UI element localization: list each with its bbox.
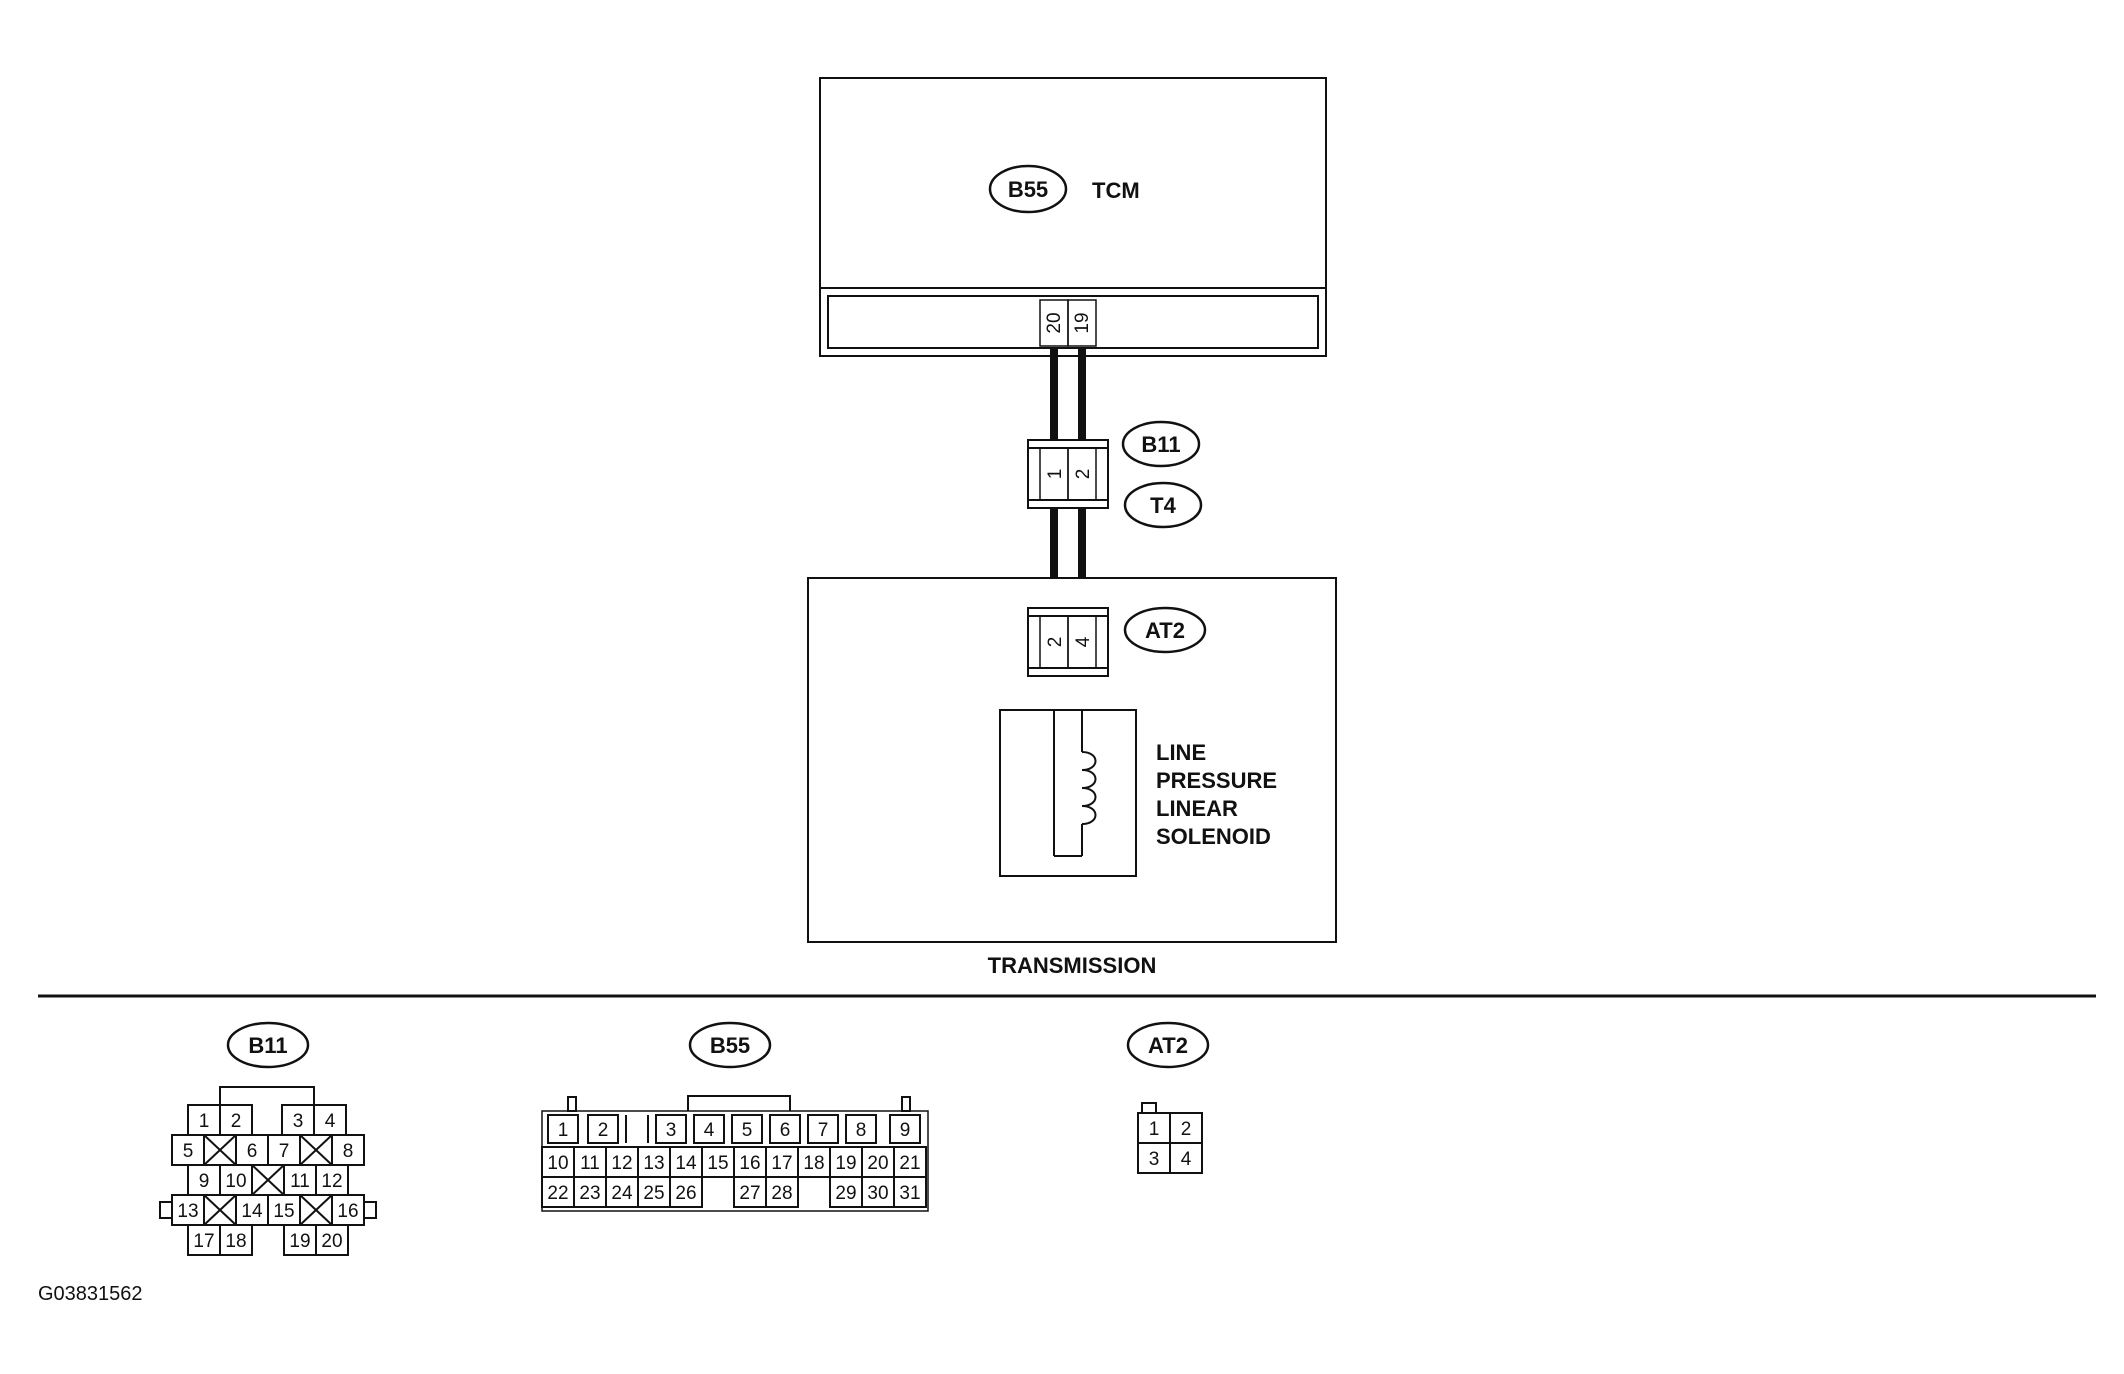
b11-view-pin-17: 17 <box>193 1231 214 1252</box>
b55-view-pin-7: 7 <box>818 1120 829 1141</box>
tcm-label: TCM <box>1092 178 1140 203</box>
b11-view-pin-1: 1 <box>199 1111 210 1132</box>
b55-view-pin-25: 25 <box>643 1183 664 1204</box>
b55-view-pin-5: 5 <box>742 1120 753 1141</box>
b55-view-pin-16: 16 <box>739 1153 760 1174</box>
b55-view-pin-3: 3 <box>666 1120 677 1141</box>
b55-view-pin-30: 30 <box>867 1183 888 1204</box>
tcm-badge: B55 <box>1008 177 1048 202</box>
b11-view-pin-11: 11 <box>290 1171 310 1192</box>
b55-view-pin-26: 26 <box>675 1183 696 1204</box>
b55-view-pin-4: 4 <box>704 1120 715 1141</box>
b55-view-pin-8: 8 <box>856 1120 867 1141</box>
b55-view-badge-oval <box>688 1021 772 1069</box>
b11-view-pin-9: 9 <box>199 1171 210 1192</box>
inline-connector-b11-t4: 1 2 B11 T4 <box>1027 420 1203 529</box>
line-pressure-linear-solenoid <box>999 709 1137 877</box>
b11-view-pin-7: 7 <box>279 1141 290 1162</box>
tcm-module: B55 TCM 20 19 <box>819 77 1327 357</box>
b11-pin-1: 1 <box>1045 469 1066 480</box>
at2-pin-4: 4 <box>1073 636 1094 647</box>
tcm-badge-oval <box>988 164 1068 214</box>
at2-pin-2: 2 <box>1045 637 1066 648</box>
b55-view-pin-13: 13 <box>643 1153 664 1174</box>
b11-view-pin-14: 14 <box>241 1201 263 1222</box>
b55-view-pin-14: 14 <box>675 1153 697 1174</box>
b55-view-pin-1: 1 <box>558 1120 569 1141</box>
b55-view-pin-21: 21 <box>899 1153 920 1174</box>
at2-view-pin-2: 2 <box>1181 1119 1192 1140</box>
b11-view-pin-16: 16 <box>337 1201 358 1222</box>
b55-view-pin-20: 20 <box>867 1153 888 1174</box>
at2-view-pin-3: 3 <box>1149 1149 1160 1170</box>
b11-view-pin-8: 8 <box>343 1141 354 1162</box>
solenoid-label-line1: LINE <box>1156 740 1206 765</box>
b55-view-pin-27: 27 <box>739 1183 760 1204</box>
b11-view-pin-3: 3 <box>293 1111 304 1132</box>
b55-view-pin-28: 28 <box>771 1183 792 1204</box>
coil-icon <box>1081 751 1097 825</box>
b55-view-pin-10: 10 <box>547 1153 568 1174</box>
figure-id: G03831562 <box>38 1283 143 1305</box>
b55-view-pin-2: 2 <box>598 1120 609 1141</box>
b11-view-badge: B11 <box>248 1033 287 1058</box>
b11-view-pin-15: 15 <box>273 1201 294 1222</box>
b55-view-pin-31: 31 <box>899 1183 920 1204</box>
b11-view-pin-2: 2 <box>231 1111 242 1132</box>
solenoid-label-line2: PRESSURE <box>1156 768 1277 793</box>
b11-view-pin-18: 18 <box>225 1231 246 1252</box>
b11-view-pin-4: 4 <box>325 1111 336 1132</box>
b55-view-pin-23: 23 <box>579 1183 600 1204</box>
b11-view-pin-20: 20 <box>321 1231 342 1252</box>
solenoid-label-line4: SOLENOID <box>1156 824 1271 849</box>
solenoid-label-line3: LINEAR <box>1156 796 1238 821</box>
b11-view-pin-19: 19 <box>289 1231 310 1252</box>
b11-view-badge-oval <box>226 1021 310 1069</box>
b55-view-pin-15: 15 <box>707 1153 728 1174</box>
b11-view-pin-5: 5 <box>183 1141 194 1162</box>
tcm-pin-20: 20 <box>1044 312 1065 333</box>
at2-view-pin-1: 1 <box>1149 1119 1160 1140</box>
b11-view-pin-10: 10 <box>225 1171 246 1192</box>
b55-view-pin-18: 18 <box>803 1153 824 1174</box>
b11-badge: B11 <box>1141 432 1180 457</box>
b11-pin-2: 2 <box>1073 469 1094 480</box>
b55-view-pin-11: 11 <box>580 1153 600 1174</box>
transmission-box: 2 4 AT2 LINE PRESSURE LINEAR SOLENOID <box>807 577 1337 943</box>
at2-view-badge: AT2 <box>1148 1033 1188 1058</box>
transmission-label: TRANSMISSION <box>988 953 1157 978</box>
b11-view-pin-13: 13 <box>177 1201 198 1222</box>
b11-badge-oval <box>1121 420 1201 468</box>
b55-connector-view: B55 1 2 3 4 5 6 7 8 9 <box>541 1021 929 1212</box>
b55-view-pin-29: 29 <box>835 1183 856 1204</box>
at2-view-badge-oval <box>1126 1021 1210 1069</box>
b11-connector-view: B11 1 2 3 4 5 6 7 8 9 10 11 12 <box>159 1021 377 1256</box>
b55-view-pin-24: 24 <box>611 1183 633 1204</box>
at2-badge-oval <box>1123 606 1207 654</box>
b55-view-pin-17: 17 <box>771 1153 792 1174</box>
at2-view-pin-4: 4 <box>1181 1149 1192 1170</box>
at2-connector-view: AT2 1 2 3 4 <box>1126 1021 1210 1174</box>
t4-badge: T4 <box>1150 493 1176 518</box>
b55-view-pin-9: 9 <box>900 1120 911 1141</box>
b55-view-pin-19: 19 <box>835 1153 856 1174</box>
tcm-pin-19: 19 <box>1072 312 1093 333</box>
b55-view-pin-12: 12 <box>611 1153 632 1174</box>
b11-view-pin-6: 6 <box>247 1141 258 1162</box>
t4-badge-oval <box>1123 481 1203 529</box>
b55-view-pin-6: 6 <box>780 1120 791 1141</box>
b55-view-badge: B55 <box>710 1033 750 1058</box>
b11-view-pin-12: 12 <box>321 1171 342 1192</box>
at2-badge: AT2 <box>1145 618 1185 643</box>
b55-view-pin-22: 22 <box>547 1183 568 1204</box>
